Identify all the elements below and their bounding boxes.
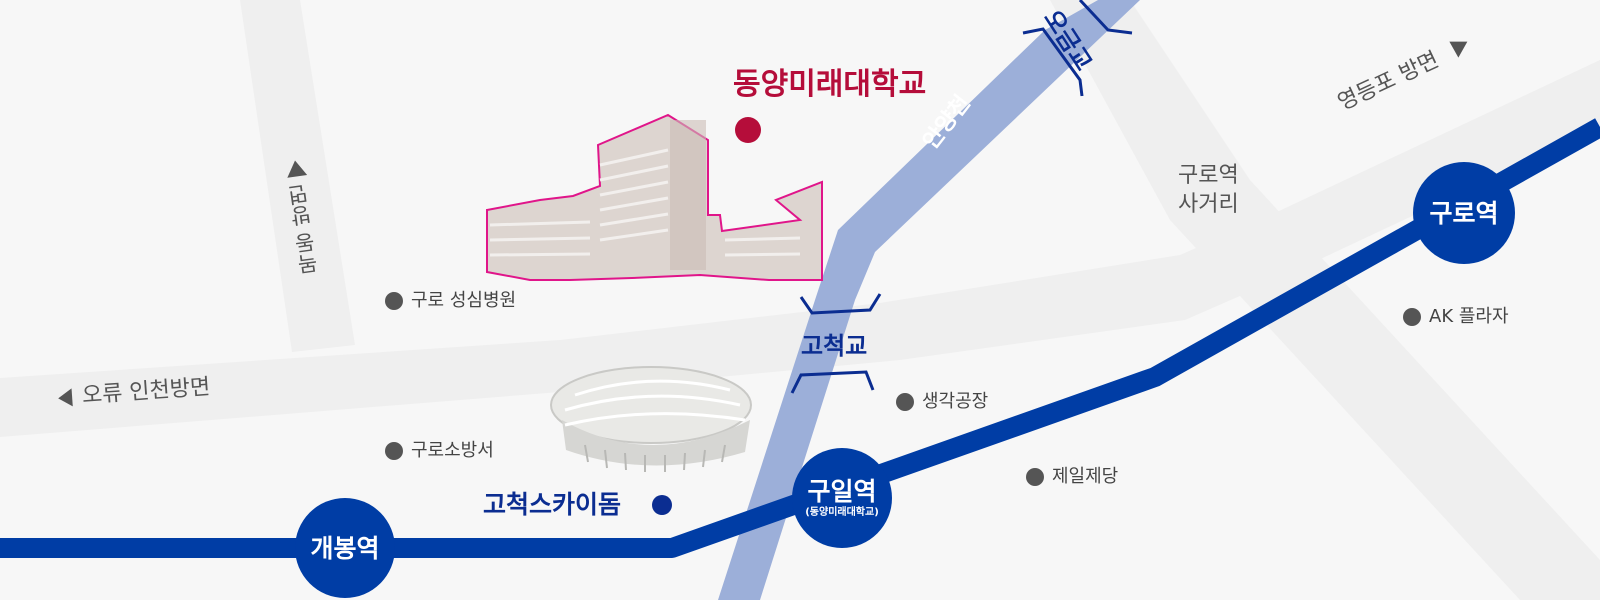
station-guro[interactable]: 구로역 xyxy=(1413,162,1515,264)
poi-dot-icon xyxy=(896,393,914,411)
intersection-label: 구로역 사거리 xyxy=(1178,162,1239,219)
poi-name: 생각공장 xyxy=(922,391,989,412)
university-title: 동양미래대학교 xyxy=(733,67,927,102)
station-name: 구일역 xyxy=(807,476,877,506)
poi-name: 구로 성심병원 xyxy=(411,290,517,311)
poi-cheiljedang: 제일제당 xyxy=(1026,468,1118,486)
bridge-label-gocheokgyo: 고척교 xyxy=(801,332,868,360)
poi-guro-sungsim-hospital: 구로 성심병원 xyxy=(385,292,516,310)
poi-ak-plaza: AK 플라자 xyxy=(1403,308,1509,326)
right-triangle-icon xyxy=(1449,41,1468,58)
station-gaebong[interactable]: 개봉역 xyxy=(295,498,395,598)
road-guro-diagonal xyxy=(1050,0,1600,600)
intersection-line1: 구로역 xyxy=(1178,163,1239,188)
skydome-label: 고척스카이돔 xyxy=(483,490,622,519)
road-mokdong xyxy=(240,0,355,352)
poi-name: 제일제당 xyxy=(1052,466,1119,487)
left-triangle-icon xyxy=(57,388,73,408)
station-subtitle: (동양미래대학교) xyxy=(805,506,879,518)
poi-dot-icon xyxy=(385,442,403,460)
university-building-illustration xyxy=(486,113,823,281)
poi-dot-icon xyxy=(385,292,403,310)
bridge-gocheokgyo-marks xyxy=(790,293,882,394)
skydome-marker-icon xyxy=(652,495,672,515)
poi-name: AK 플라자 xyxy=(1429,306,1509,327)
station-name: 구로역 xyxy=(1429,198,1499,228)
poi-name: 구로소방서 xyxy=(411,440,494,461)
river-anyangcheon xyxy=(718,0,1140,600)
poi-dot-icon xyxy=(1026,468,1044,486)
gocheok-skydome-illustration xyxy=(550,366,752,472)
up-triangle-icon xyxy=(284,159,307,178)
poi-dot-icon xyxy=(1403,308,1421,326)
poi-guro-fire-station: 구로소방서 xyxy=(385,442,494,460)
station-name: 개봉역 xyxy=(310,533,380,563)
station-guil[interactable]: 구일역 (동양미래대학교) xyxy=(792,448,892,548)
university-marker-icon xyxy=(735,117,761,143)
poi-saenggak-factory: 생각공장 xyxy=(896,393,988,411)
bridge-ogeumgyo-marks xyxy=(1022,0,1133,97)
intersection-line2: 사거리 xyxy=(1178,191,1239,217)
